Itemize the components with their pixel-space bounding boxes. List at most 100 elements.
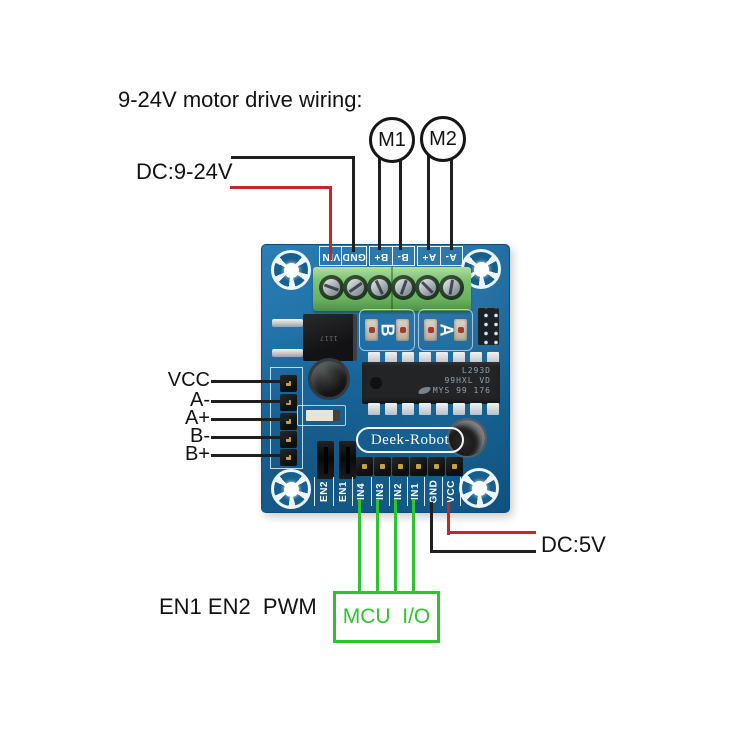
voltage-regulator: 1117 <box>303 314 357 361</box>
terminal-screw <box>366 274 392 300</box>
dc-input-label: DC:9-24V <box>136 159 233 184</box>
led-group-b: B <box>359 309 415 351</box>
channel-b-label: B <box>377 323 398 337</box>
led-indicator <box>454 319 467 341</box>
wire-in4 <box>358 500 361 592</box>
diagram-title: 9-24V motor drive wiring: <box>118 87 363 112</box>
mounting-hole-top-left <box>271 250 311 290</box>
bottom-label-in3: IN3 <box>371 477 389 506</box>
ic-pin <box>470 403 482 415</box>
terminal-label-gnd: GND <box>341 247 366 265</box>
motor-m1: M1 <box>369 117 415 163</box>
bottom-label-in2: IN2 <box>389 477 407 506</box>
motor-m1-label: M1 <box>378 128 406 151</box>
ic-marking-line2: 99HXL VD <box>444 376 491 385</box>
header-pin-gnd <box>427 457 445 476</box>
bottom-label-vcc: VCC <box>442 477 461 506</box>
pin-label-b-minus: B- <box>190 425 210 447</box>
ic-pin <box>368 352 380 364</box>
terminal-screw <box>318 274 344 300</box>
ic-pin <box>385 403 397 415</box>
ic-pin <box>487 403 499 415</box>
motor-m2: M2 <box>420 116 466 162</box>
header-pin-vcc <box>445 457 463 476</box>
wire-m1-right <box>399 159 402 250</box>
wire-m2-right <box>450 157 453 250</box>
regulator-leg <box>272 349 303 357</box>
left-pin-a-plus <box>279 412 297 430</box>
ic-pin <box>419 403 431 415</box>
en2-jumper <box>317 441 334 479</box>
dc-5v-label: DC:5V <box>541 532 606 557</box>
wire-m1-left <box>378 157 381 250</box>
terminal-label-box-power: VIN GND <box>319 246 367 266</box>
header-pin-in2 <box>391 457 409 476</box>
ic-marking: L293D 99HXL VD MYS 99 176 <box>417 366 491 396</box>
ic-pin <box>402 403 414 415</box>
bottom-label-en1: EN1 <box>333 477 352 506</box>
terminal-label-box-a: A+ A- <box>417 246 463 266</box>
left-pin-b-plus <box>279 448 297 466</box>
header-pin-in1 <box>409 457 427 476</box>
mcu-io-box: MCU I/O <box>333 591 440 643</box>
led-group-a: A <box>418 309 473 351</box>
ic-pin <box>453 352 465 364</box>
ic-pin <box>419 352 431 364</box>
bottom-label-en2: EN2 <box>314 477 333 506</box>
terminal-label-b-minus: B- <box>391 247 415 265</box>
ic-pin <box>385 352 397 364</box>
st-logo-icon <box>417 387 431 394</box>
ic-pin <box>368 403 380 415</box>
terminal-screw <box>414 274 440 300</box>
pin-label-vcc: VCC <box>167 369 210 391</box>
led-indicator <box>396 319 409 341</box>
smd-resistor-array <box>478 308 499 345</box>
regulator-leg <box>272 319 303 327</box>
bottom-label-gnd: GND <box>424 477 442 506</box>
mounting-hole-bottom-left <box>271 469 311 509</box>
ic-pin <box>487 352 499 364</box>
left-pin-vcc <box>279 374 297 392</box>
mcu-io-label: MCU I/O <box>342 605 431 628</box>
smd-diode <box>297 405 346 426</box>
header-pin-in4 <box>355 457 373 476</box>
wire-dc-red-to-vin <box>329 186 332 260</box>
pin-label-a-minus: A- <box>190 389 210 411</box>
wire-gnd-horizontal <box>430 550 536 553</box>
electrolytic-capacitor <box>308 358 350 400</box>
terminal-label-a-minus: A- <box>439 247 463 265</box>
en1-jumper <box>339 441 356 479</box>
wire-a-minus <box>211 400 289 403</box>
wire-in1 <box>412 500 415 592</box>
control-pins-label: EN1 EN2 PWM <box>159 594 317 619</box>
wire-dc-black-horizontal <box>231 156 353 159</box>
pin-label-b-plus: B+ <box>184 443 210 465</box>
wire-dc-black-to-gnd <box>352 156 355 252</box>
wire-a-plus <box>211 418 289 421</box>
mounting-hole-bottom-right <box>459 468 499 508</box>
driver-ic: L293D 99HXL VD MYS 99 176 <box>362 352 500 415</box>
terminal-label-box-b: B+ B- <box>369 246 415 266</box>
wire-vcc <box>211 380 289 383</box>
wire-5v-horizontal <box>447 531 536 534</box>
ic-pin <box>436 352 448 364</box>
brand-badge: Deek-Robot <box>356 427 464 453</box>
ic-body: L293D 99HXL VD MYS 99 176 <box>362 362 500 404</box>
bottom-label-in4: IN4 <box>352 477 371 506</box>
terminal-screw <box>390 274 416 300</box>
ic-pin <box>453 403 465 415</box>
ic-marking-line1: L293D <box>461 366 491 375</box>
terminal-screw <box>438 274 464 300</box>
wire-5v-vertical <box>447 502 450 535</box>
ic-pin <box>402 352 414 364</box>
header-pin-in3 <box>373 457 391 476</box>
led-indicator <box>365 319 378 341</box>
wire-m2-left <box>427 155 430 250</box>
wire-dc-red-horizontal <box>230 186 332 189</box>
wire-in2 <box>394 500 397 592</box>
pin-label-a-plus: A+ <box>184 407 210 429</box>
motor-m2-label: M2 <box>429 127 457 150</box>
ic-pin <box>470 352 482 364</box>
ic-marking-line3: MYS 99 176 <box>417 386 491 396</box>
